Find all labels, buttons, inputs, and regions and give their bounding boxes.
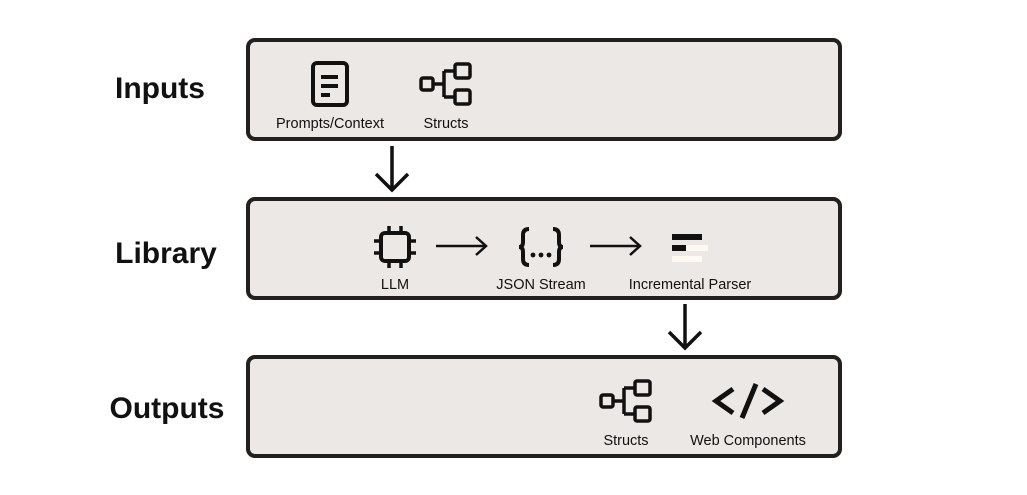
document-icon: [311, 61, 349, 107]
inputs-structs-node: Structs: [406, 59, 486, 132]
json-braces-icon: [518, 227, 564, 267]
code-tag-icon: [711, 383, 785, 419]
prompts-context-label: Prompts/Context: [276, 116, 384, 132]
outputs-structs-label: Structs: [603, 433, 649, 449]
tree-structure-icon: [599, 379, 652, 423]
outputs-panel: Structs Web Components: [246, 355, 842, 458]
down-arrow-library-to-outputs: [667, 304, 703, 351]
web-components-node: Web Components: [680, 376, 816, 449]
inputs-structs-label: Structs: [423, 116, 469, 132]
down-arrow-inputs-to-library: [374, 146, 410, 193]
outputs-structs-node: Structs: [586, 376, 666, 449]
llm-node: LLM: [360, 224, 430, 293]
cpu-chip-icon: [374, 226, 416, 268]
library-panel: LLM JSON Stream: [246, 197, 842, 300]
outputs-row-label: Outputs: [109, 392, 225, 425]
json-stream-node: JSON Stream: [486, 224, 596, 293]
incremental-parser-label: Incremental Parser: [628, 277, 752, 293]
web-components-label: Web Components: [690, 433, 806, 449]
parser-bars-icon: [672, 234, 708, 262]
tree-structure-icon: [419, 62, 472, 106]
incremental-parser-node: Incremental Parser: [622, 224, 758, 293]
right-arrow-llm-to-json: [436, 236, 488, 256]
inputs-row-label: Inputs: [115, 72, 205, 105]
json-stream-label: JSON Stream: [496, 277, 586, 293]
library-row-label: Library: [115, 237, 217, 270]
right-arrow-json-to-parser: [590, 236, 642, 256]
inputs-panel: Prompts/Context Structs: [246, 38, 842, 141]
prompts-context-node: Prompts/Context: [268, 59, 392, 132]
llm-label: LLM: [380, 277, 410, 293]
